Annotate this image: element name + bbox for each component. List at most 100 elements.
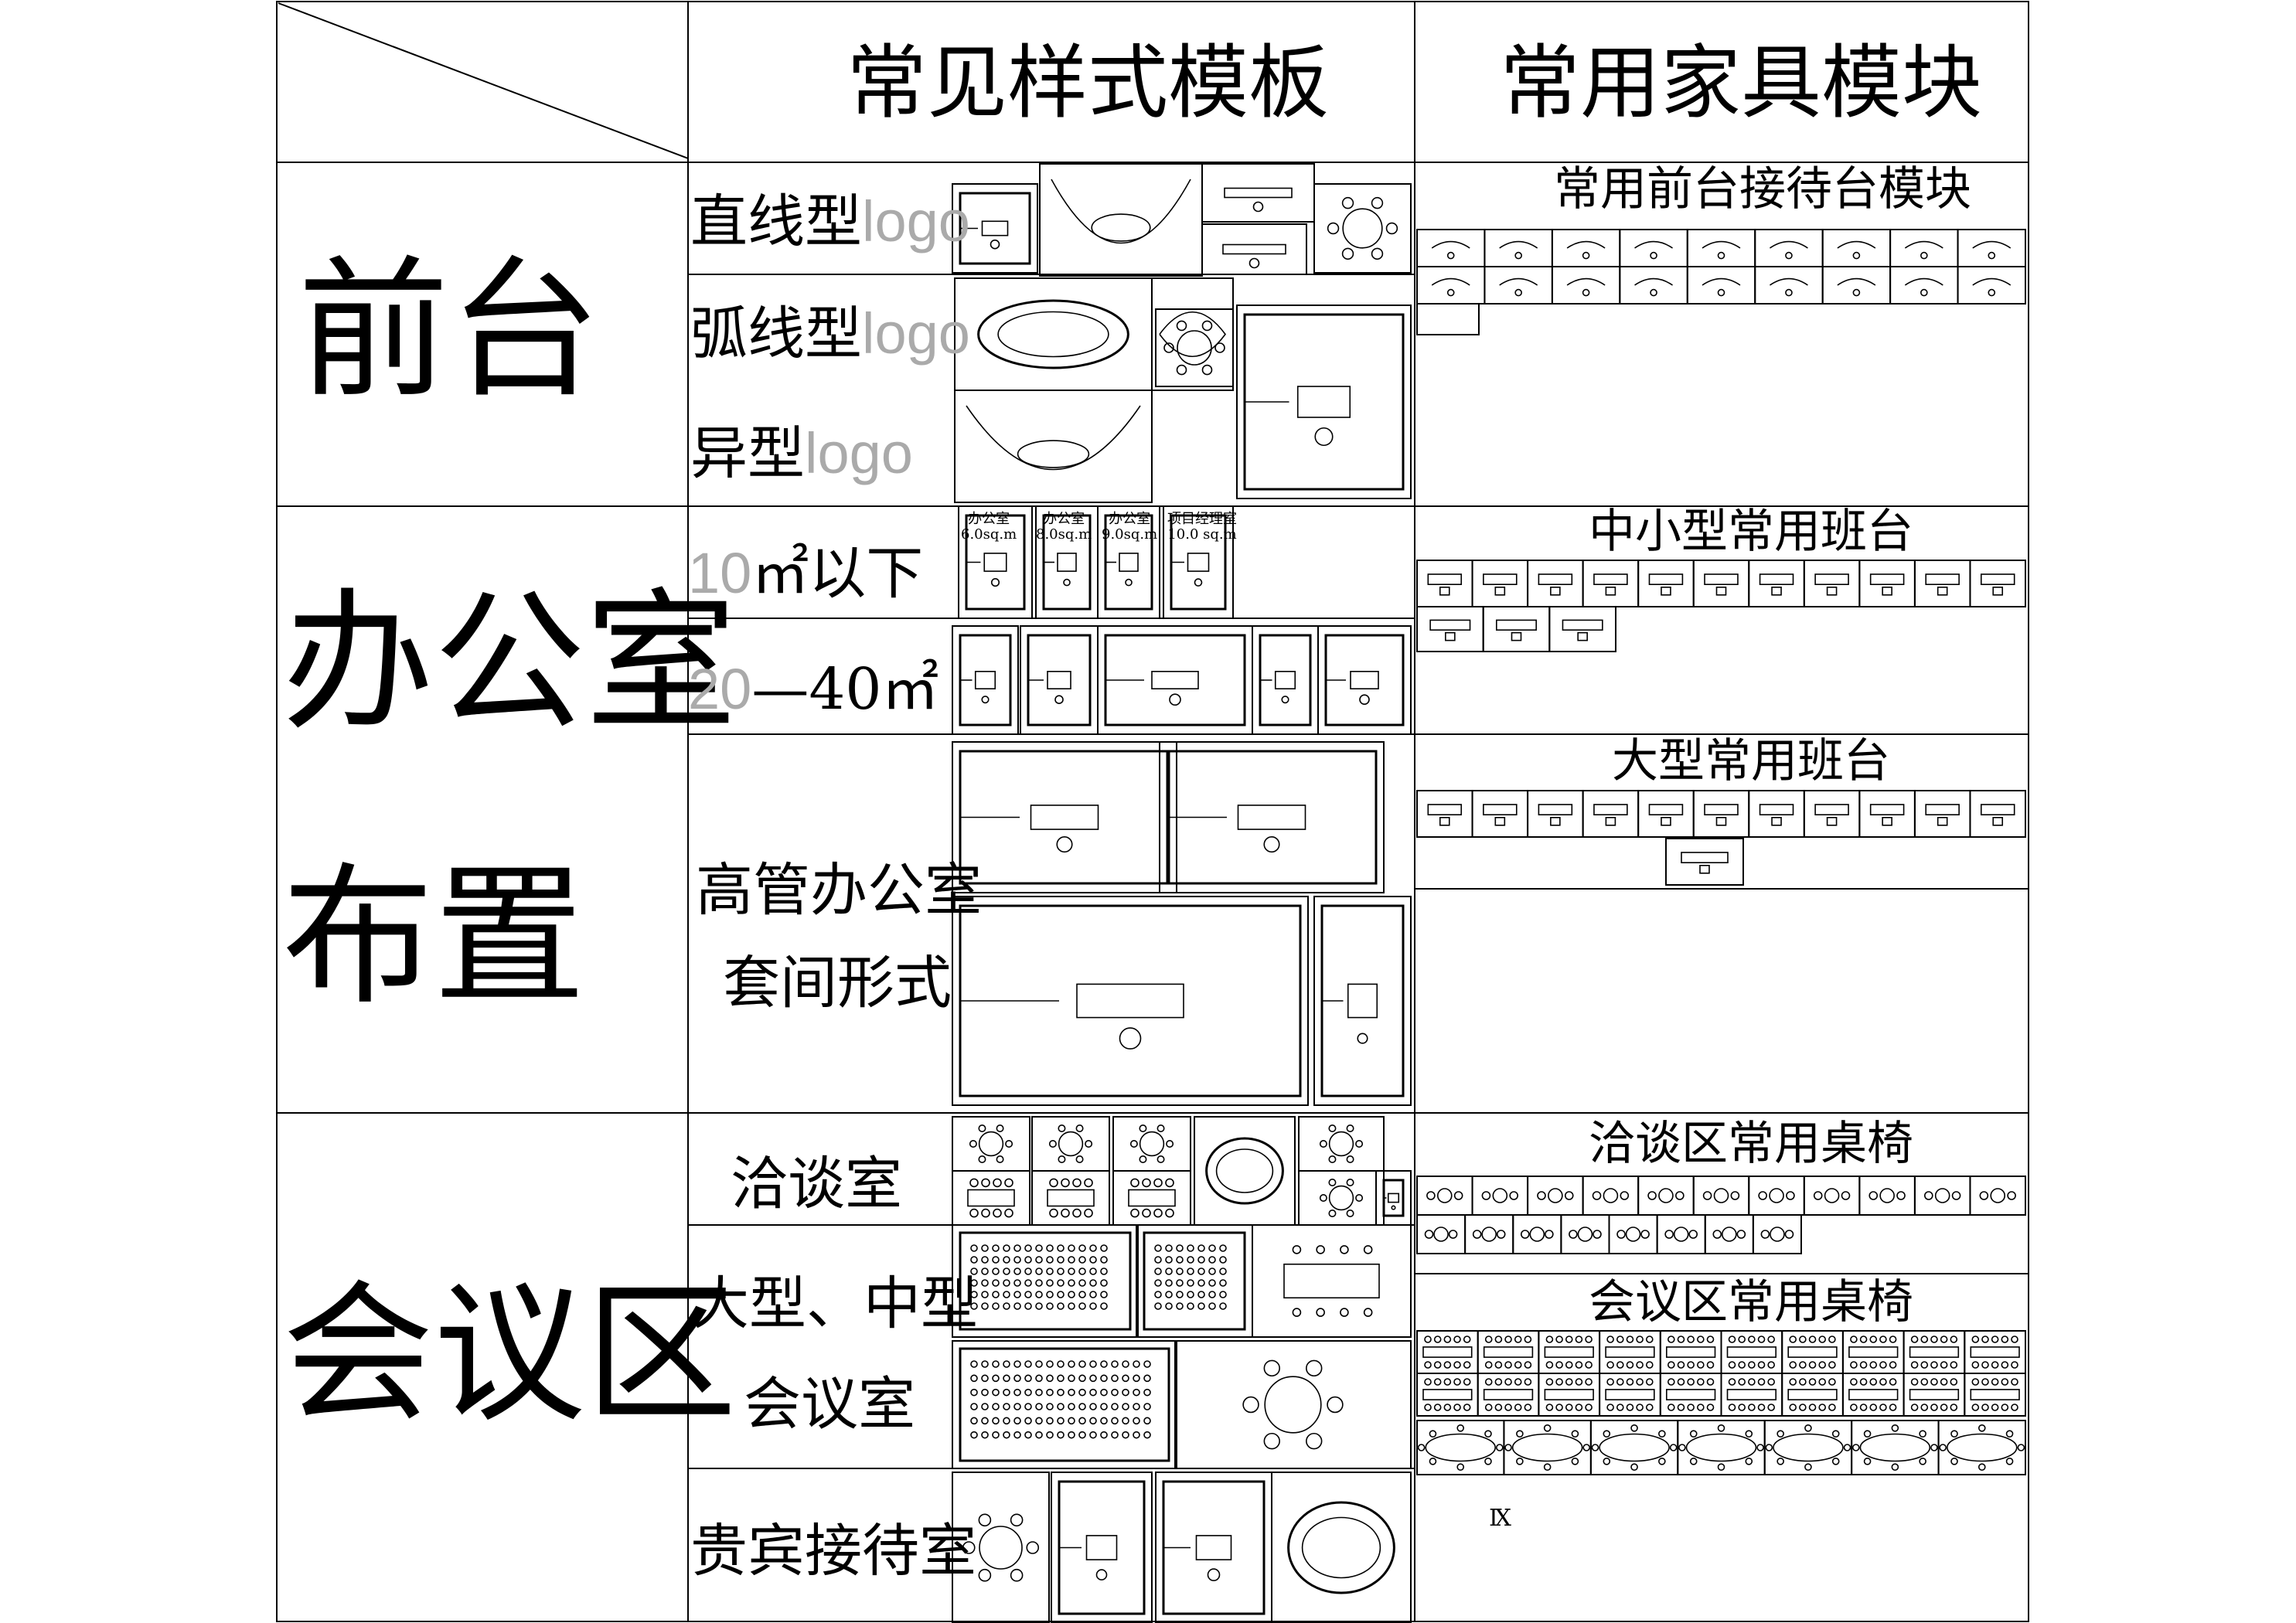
chair-icon [1920, 1378, 1929, 1386]
table-icon [1047, 1189, 1095, 1207]
chair-icon [1981, 1361, 1989, 1369]
seat-icon [1089, 1291, 1097, 1298]
chair-icon [1524, 1378, 1532, 1386]
module-cell [1416, 266, 1486, 305]
chair-icon [1355, 1194, 1364, 1203]
seat-icon [1078, 1403, 1086, 1410]
chair-icon [1667, 1361, 1675, 1369]
desk-icon [1837, 240, 1876, 249]
seat-icon [992, 1256, 1000, 1264]
chair-icon [1677, 1335, 1685, 1343]
chair-icon [1818, 1335, 1827, 1343]
seat-icon [992, 1431, 1000, 1439]
chair-icon [1582, 251, 1590, 260]
chair-icon [1555, 1378, 1563, 1386]
chair-icon [1524, 1404, 1532, 1411]
chair-icon [1509, 1191, 1519, 1200]
chair-icon [1605, 817, 1616, 826]
chair-icon [1605, 586, 1616, 596]
table-icon [1544, 1346, 1594, 1358]
chair-icon [1785, 251, 1793, 260]
desk-icon [1195, 1535, 1232, 1560]
module-cell [1416, 1214, 1467, 1254]
oval-table-inner-icon [1301, 1516, 1381, 1579]
chair-icon [1463, 1404, 1471, 1411]
thumbnail-frame [1252, 1224, 1412, 1338]
floor-plan-outline [1382, 1179, 1405, 1217]
chair-icon [1565, 1335, 1573, 1343]
seat-icon [1165, 1244, 1173, 1252]
thumbnail-frame [1031, 1116, 1110, 1172]
chair-icon [1852, 288, 1861, 297]
seat-icon [1133, 1403, 1140, 1410]
seat-icon [1078, 1388, 1086, 1397]
chair-icon [1130, 1208, 1139, 1218]
chair-icon [978, 1124, 986, 1132]
chair-icon [1920, 251, 1928, 260]
chair-icon [1869, 1378, 1878, 1386]
arc-desk-icon [966, 405, 1141, 471]
seat-icon [981, 1267, 989, 1275]
chair-icon [1426, 1191, 1436, 1200]
table-icon [1603, 1188, 1619, 1203]
chair-icon [1456, 1424, 1465, 1432]
chair-icon [1799, 1335, 1807, 1343]
chair-icon [1341, 247, 1354, 260]
round-table-icon [1328, 1131, 1354, 1157]
chair-icon [1799, 1361, 1807, 1369]
seat-icon [1068, 1267, 1075, 1275]
module-cell [1692, 1176, 1750, 1216]
module-cell [1416, 229, 1486, 267]
row-arc: 弧线型logo [690, 301, 970, 367]
chair-icon [1085, 1140, 1093, 1148]
desk-icon [1224, 187, 1293, 199]
seat-icon [1122, 1431, 1129, 1439]
desk-icon [1904, 240, 1943, 249]
chair-icon [1640, 1230, 1650, 1239]
seat-icon [1013, 1431, 1021, 1439]
chair-icon [1771, 817, 1782, 826]
seat-icon [1143, 1431, 1151, 1439]
thumbnail-frame [1271, 1472, 1412, 1623]
chair-icon [1084, 1208, 1093, 1218]
desk-icon [1496, 619, 1538, 631]
chair-icon [1072, 1178, 1082, 1188]
chair-icon [1520, 1230, 1530, 1239]
seat-icon [981, 1417, 989, 1425]
chair-icon [1453, 1361, 1461, 1369]
seat-icon [1057, 1417, 1065, 1425]
chair-icon [1818, 1404, 1827, 1411]
seat-icon [1013, 1374, 1021, 1383]
chair-icon [996, 1124, 1004, 1132]
seat-icon [1165, 1279, 1173, 1287]
seat-icon [1176, 1279, 1184, 1287]
table-icon [1605, 1346, 1655, 1358]
thumbnail-frame [1313, 183, 1412, 274]
seat-icon [1035, 1291, 1043, 1298]
seat-icon [981, 1291, 989, 1298]
chair-icon [1575, 1378, 1583, 1386]
seat-icon [1078, 1302, 1086, 1310]
chair-icon [1346, 1210, 1354, 1218]
thumbnail-frame [952, 1116, 1030, 1172]
table-icon [1787, 1346, 1838, 1358]
chair-icon [1706, 1378, 1715, 1386]
module-cell [1748, 1176, 1805, 1216]
chair-icon [1626, 1378, 1634, 1386]
seat-icon [1013, 1291, 1021, 1298]
table-icon [967, 1189, 1015, 1207]
chair-icon [1991, 1361, 1999, 1369]
chair-icon [1591, 1444, 1599, 1451]
chair-icon [1494, 1361, 1503, 1369]
chair-icon [1767, 1361, 1775, 1369]
module-cell [1582, 560, 1640, 607]
module-cell [1471, 1176, 1529, 1216]
desk-icon [1980, 573, 2015, 585]
chair-icon [1603, 1430, 1611, 1438]
seat-icon [1100, 1360, 1108, 1368]
desk-icon [1562, 619, 1603, 631]
seat-icon [1100, 1374, 1108, 1383]
table-icon [1483, 1346, 1534, 1358]
chair-icon [1582, 288, 1590, 297]
seat-icon [1100, 1291, 1108, 1298]
